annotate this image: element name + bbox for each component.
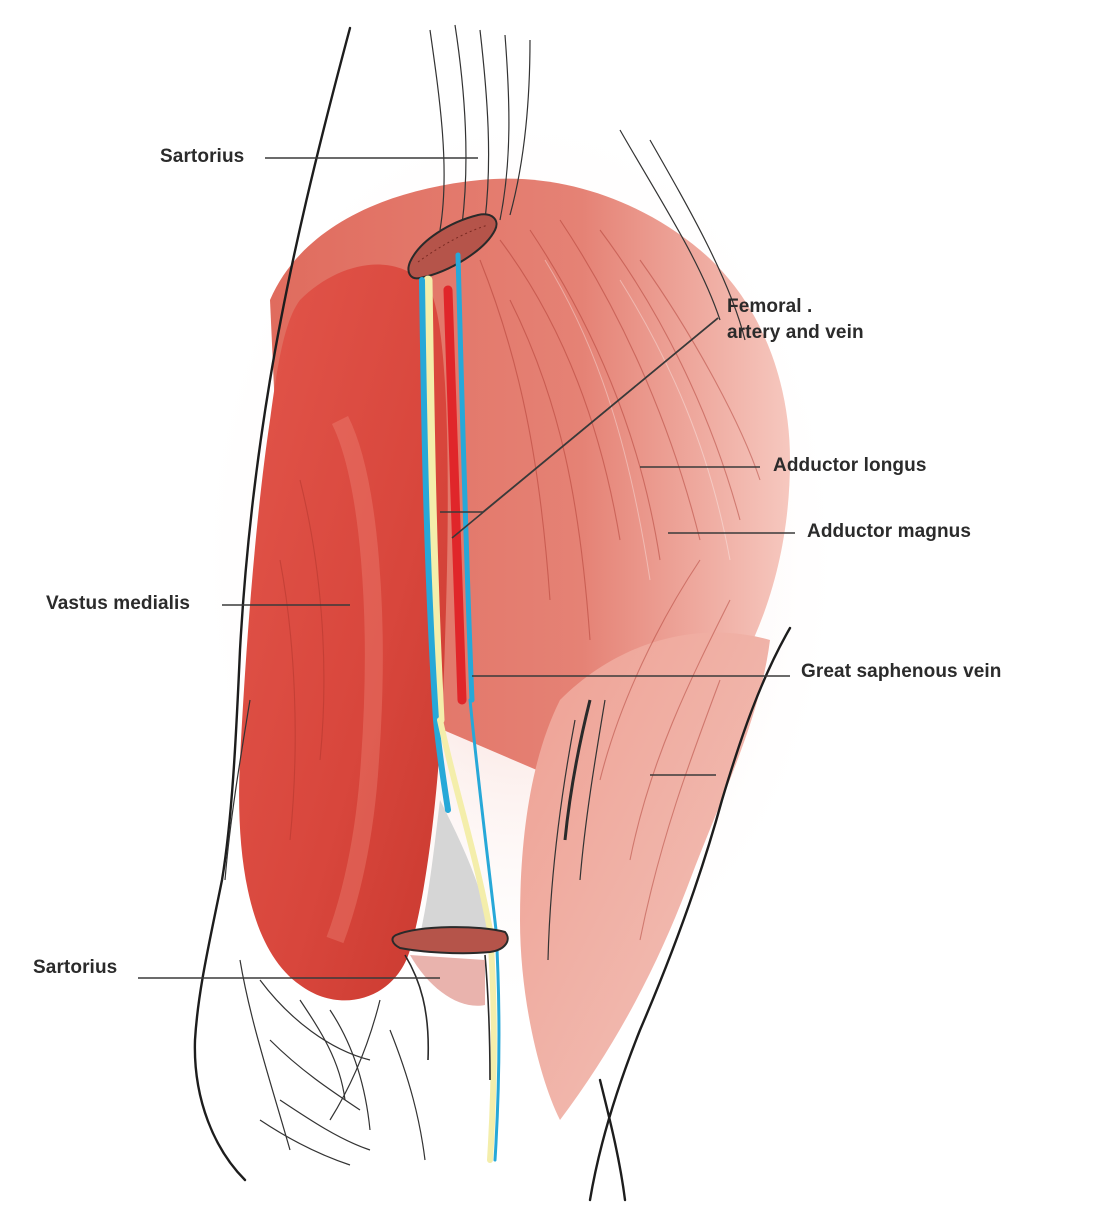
label-great-saphenous-vein: Great saphenous vein bbox=[801, 661, 1002, 682]
sartorius-upper-cut bbox=[407, 213, 498, 280]
femoral-vein-secondary bbox=[455, 252, 475, 703]
label-adductor-longus: Adductor longus bbox=[773, 455, 927, 476]
sartorius-lower-cut bbox=[391, 926, 509, 955]
label-adductor-magnus: Adductor magnus bbox=[807, 521, 972, 542]
femoral-vein bbox=[419, 277, 451, 813]
label-sartorius-top: Sartorius bbox=[160, 146, 245, 167]
label-femoral-line1: Femoral . bbox=[727, 296, 813, 317]
saphenous-nerve bbox=[423, 275, 445, 725]
adductor-hiatus bbox=[420, 800, 490, 935]
adductor-fibers bbox=[279, 219, 761, 941]
leader-lines bbox=[138, 157, 795, 979]
sartorius-upper-strands bbox=[429, 24, 746, 341]
leader-femoral-2 bbox=[451, 317, 719, 539]
label-sartorius-bottom: Sartorius bbox=[33, 957, 118, 978]
label-vastus-medialis: Vastus medialis bbox=[46, 593, 191, 614]
vastus-medialis-muscle bbox=[239, 264, 448, 1001]
knee-region bbox=[239, 959, 426, 1166]
gracilis-muscle bbox=[520, 632, 770, 1120]
leg-outline bbox=[193, 26, 792, 1202]
femoral-artery bbox=[443, 285, 467, 705]
label-femoral-line2: artery and vein bbox=[727, 322, 864, 343]
